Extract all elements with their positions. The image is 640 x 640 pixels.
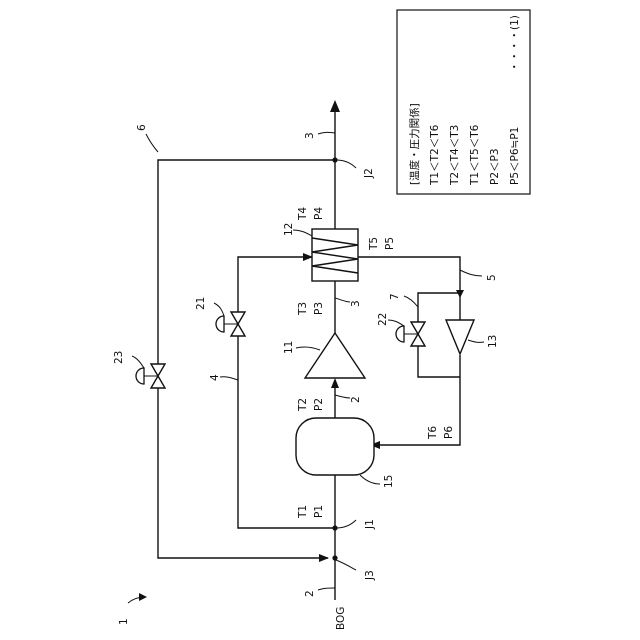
leader-5 <box>460 270 482 276</box>
state-label-p3: P3 <box>313 302 325 315</box>
pipe-4 <box>238 257 335 528</box>
pipe-label-3a: 3 <box>350 300 362 307</box>
inlet-label: BOG <box>335 607 347 630</box>
pipe-label-7: 7 <box>389 293 401 300</box>
leader-15 <box>360 475 380 484</box>
leader-4 <box>220 377 238 380</box>
compressor-11 <box>305 333 365 378</box>
pipe-label-2b: 2 <box>304 590 316 597</box>
relation-line-4: P2＜P3 <box>489 148 501 185</box>
relation-line-1: T1＜T2＜T6 <box>429 124 441 186</box>
flow-arrow-compressor-inlet <box>331 378 339 388</box>
relations-title: [温度・圧力関係] <box>408 103 421 185</box>
leader-7 <box>404 296 418 307</box>
valve-label-21: 21 <box>195 297 207 310</box>
tank-15 <box>296 418 374 475</box>
state-label-t5: T5 <box>368 237 380 251</box>
leader-13 <box>468 340 484 342</box>
state-label-p4: P4 <box>313 207 325 220</box>
leader-6 <box>146 134 158 152</box>
junction-label-j3: J3 <box>364 570 376 581</box>
junction-label-j1: J1 <box>364 519 376 530</box>
leader-11 <box>296 347 320 350</box>
relation-line-5: P5＜P6≒P1 <box>509 127 521 185</box>
state-label-p6: P6 <box>443 426 455 439</box>
valve-23-actuator <box>136 368 144 384</box>
leader-22 <box>388 320 404 326</box>
state-label-t4: T4 <box>297 207 309 221</box>
leader-1 <box>128 597 145 603</box>
leader-3a <box>335 298 350 302</box>
component-label-13: 13 <box>487 335 499 348</box>
pipe-5 <box>358 257 460 320</box>
valve-label-23: 23 <box>113 351 125 364</box>
junction-label-j2: J2 <box>363 168 375 179</box>
flow-arrow-outlet <box>330 100 340 112</box>
state-label-t2: T2 <box>297 398 309 412</box>
leader-j1 <box>336 520 356 528</box>
leader-j2 <box>336 160 356 168</box>
state-label-t3: T3 <box>297 302 309 316</box>
pipe-label-6: 6 <box>136 124 148 131</box>
component-label-15: 15 <box>383 475 395 488</box>
leader-2b <box>318 588 335 590</box>
pipe-label-4: 4 <box>209 374 221 381</box>
leader-j3 <box>336 560 356 570</box>
component-label-11: 11 <box>283 341 295 354</box>
flow-arrow-pipe-5 <box>456 290 464 298</box>
state-label-p5: P5 <box>384 237 396 250</box>
relation-equation-ref: ・・・・(1) <box>509 15 521 72</box>
pipe-label-2a: 2 <box>350 396 362 403</box>
leader-3b <box>318 132 335 134</box>
valve-21-actuator <box>216 316 224 332</box>
pipe-label-3b: 3 <box>304 132 316 139</box>
flow-arrow-j3 <box>319 554 329 562</box>
relation-line-2: T2＜T4＜T3 <box>449 125 461 186</box>
relation-line-3: T1＜T5＜T6 <box>469 124 481 186</box>
pipe-label-5: 5 <box>486 274 498 281</box>
leader-23 <box>132 356 144 368</box>
leader-12 <box>293 230 312 236</box>
ref-system-label: 1 <box>118 618 130 625</box>
component-label-12: 12 <box>283 223 295 236</box>
state-label-p1: P1 <box>313 505 325 518</box>
leader-21 <box>214 303 224 316</box>
expander-13 <box>446 320 474 354</box>
leader-2a <box>335 395 350 398</box>
valve-label-22: 22 <box>377 313 389 326</box>
state-label-t6: T6 <box>427 426 439 440</box>
state-label-t1: T1 <box>297 505 309 519</box>
state-label-p2: P2 <box>313 398 325 411</box>
valve-22-actuator <box>396 326 404 342</box>
